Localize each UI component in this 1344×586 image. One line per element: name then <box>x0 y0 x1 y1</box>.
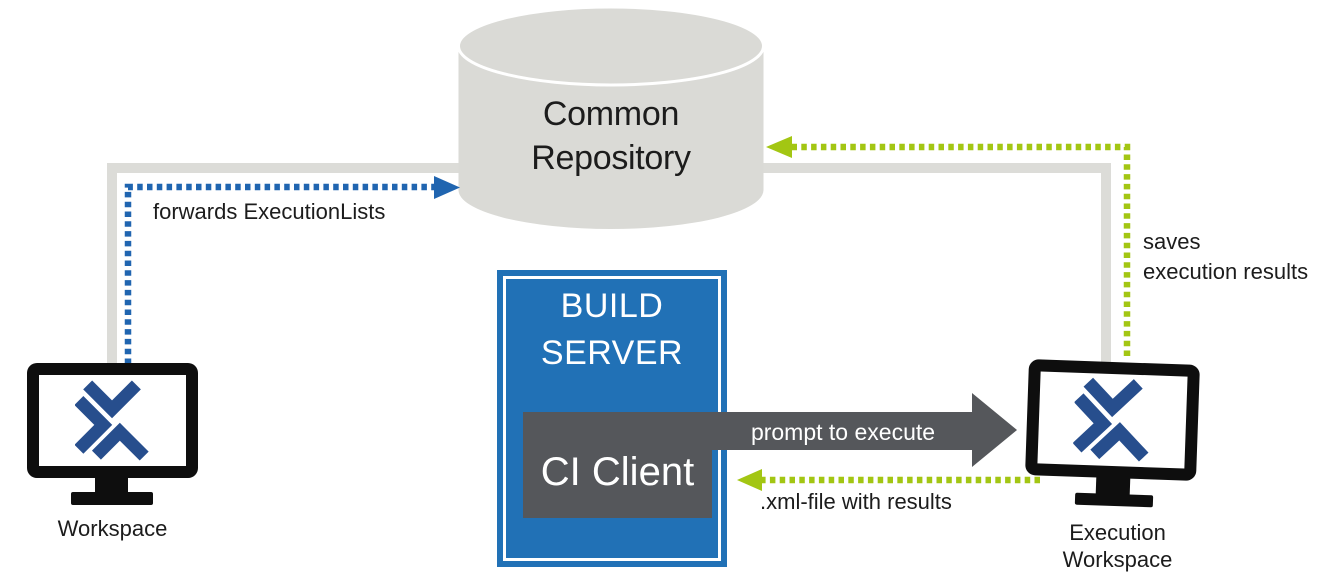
execution-workspace-line1: Execution <box>1069 520 1166 545</box>
database-cylinder-icon <box>457 5 765 229</box>
saves-execution-results-label: saves execution results <box>1143 227 1308 287</box>
x-chevron-logo-icon <box>74 379 149 461</box>
workspace-label: Workspace <box>57 516 168 541</box>
saves-label-line1: saves <box>1143 229 1201 254</box>
connector-left-gray <box>107 163 466 364</box>
build-server-title-line2: SERVER <box>540 334 684 372</box>
arrowhead-left-green <box>766 136 792 158</box>
xml-file-with-results-label: .xml-file with results <box>760 489 952 514</box>
connector-right-gray <box>753 163 1111 363</box>
monitor-icon <box>27 363 198 478</box>
forwards-execution-lists-label: forwards ExecutionLists <box>153 199 386 224</box>
arrowhead-right-blue <box>434 176 460 199</box>
arrow-saves-execution-results <box>766 136 1131 356</box>
ci-client-label: CI Client <box>540 450 695 494</box>
repository-label: Common Repository <box>458 92 764 180</box>
build-server-title-line1: BUILD <box>560 287 664 325</box>
monitor-stand-base <box>71 492 153 505</box>
build-server-title: BUILD SERVER <box>497 283 727 377</box>
x-chevron-logo-icon <box>1072 377 1148 462</box>
monitor-stand-neck <box>95 477 128 493</box>
arrowhead-left-green-xml <box>737 469 762 491</box>
repository-label-line2: Repository <box>531 139 691 177</box>
arrow-forwards-execution-lists <box>124 176 460 364</box>
prompt-to-execute-label: prompt to execute <box>750 419 936 445</box>
saves-label-line2: execution results <box>1143 259 1309 284</box>
ci-client-prompt-arrow-shape <box>523 393 1017 518</box>
execution-workspace-line2: Workspace <box>1062 547 1173 572</box>
repository-label-line1: Common <box>542 95 680 133</box>
arrow-xml-file-with-results <box>737 469 1040 491</box>
execution-workspace-label: Execution Workspace <box>1032 519 1203 573</box>
monitor-icon <box>1025 359 1200 481</box>
